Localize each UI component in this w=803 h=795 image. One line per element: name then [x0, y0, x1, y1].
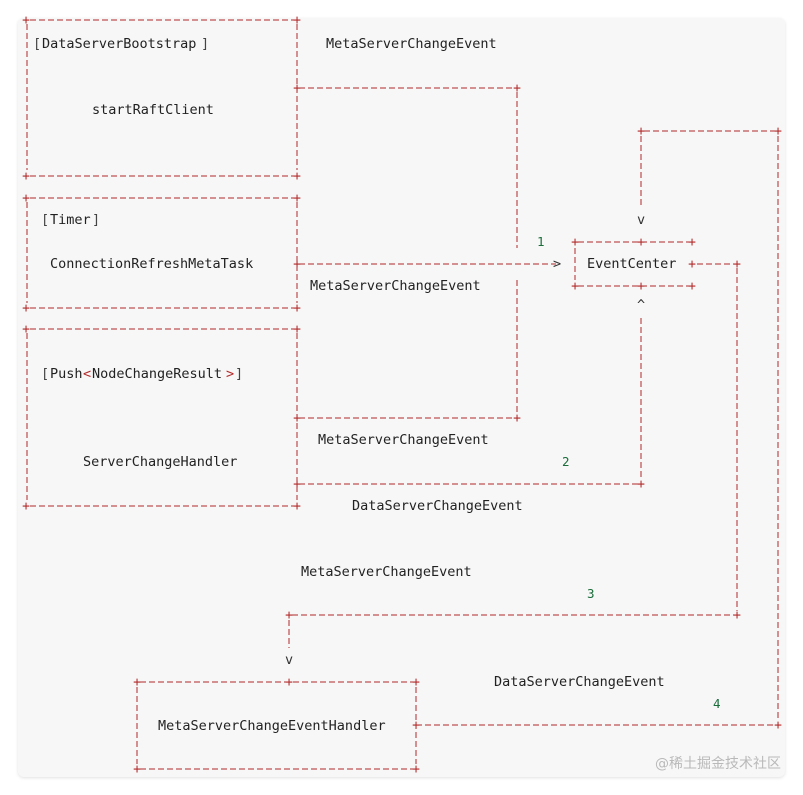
handler-to-center-loop: [416, 130, 779, 726]
handler-label: MetaServerChangeEventHandler: [158, 718, 386, 734]
center-data-event-label: DataServerChangeEvent: [494, 674, 665, 690]
push-tag-close-bracket: ]: [235, 366, 243, 382]
corner-plus: +: [774, 124, 782, 139]
corner-plus: +: [293, 499, 301, 514]
corner-plus: +: [733, 608, 741, 623]
corner-plus: +: [22, 301, 30, 316]
arrowhead-down-handler-icon: v: [285, 652, 293, 668]
corner-plus: +: [688, 235, 696, 250]
corner-plus: +: [285, 675, 293, 690]
center-to-handler-connector: [288, 263, 738, 648]
corner-plus: +: [733, 257, 741, 272]
bootstrap-tag-close-bracket: ]: [201, 36, 209, 52]
arrowhead-up-icon: ^: [637, 297, 645, 313]
corner-plus: +: [133, 675, 141, 690]
bootstrap-to-center-connector: [299, 87, 518, 248]
timer-tag-open-bracket: [: [41, 212, 49, 228]
bootstrap-event-label: MetaServerChangeEvent: [326, 36, 497, 52]
corner-plus: +: [293, 301, 301, 316]
step-number-1: 1: [537, 234, 545, 249]
arrowhead-down-icon: v: [637, 212, 645, 228]
corner-plus: +: [293, 257, 301, 272]
event-center-box: [574, 241, 692, 287]
corner-plus: +: [293, 322, 301, 337]
corner-plus: +: [22, 499, 30, 514]
diagram-panel: [18, 18, 785, 777]
timer-box: [26, 197, 298, 309]
push-data-event-label: DataServerChangeEvent: [352, 498, 523, 514]
timer-event-label: MetaServerChangeEvent: [310, 278, 481, 294]
corner-plus: +: [571, 279, 579, 294]
corner-plus: +: [22, 191, 30, 206]
corner-plus: +: [688, 257, 696, 272]
event-center-label: EventCenter: [587, 256, 676, 272]
push-box: [26, 328, 298, 507]
corner-plus: +: [412, 675, 420, 690]
watermark: @稀土掘金技术社区: [655, 756, 781, 772]
bootstrap-method: startRaftClient: [92, 102, 214, 118]
corner-plus: +: [293, 169, 301, 184]
corner-plus: +: [293, 477, 301, 492]
corner-plus: +: [637, 235, 645, 250]
step-number-3: 3: [587, 586, 595, 601]
corner-plus: +: [637, 279, 645, 294]
handler-box: [136, 681, 417, 770]
push-tag-prefix: Push: [50, 366, 83, 382]
bootstrap-tag: DataServerBootstrap: [42, 36, 196, 52]
corner-plus: +: [513, 81, 521, 96]
corner-plus: +: [22, 169, 30, 184]
center-event-label: MetaServerChangeEvent: [301, 564, 472, 580]
push-to-center-connector: [299, 280, 518, 419]
corner-plus: +: [293, 81, 301, 96]
timer-task: ConnectionRefreshMetaTask: [50, 256, 253, 272]
push-event-label: MetaServerChangeEvent: [318, 432, 489, 448]
push-handler: ServerChangeHandler: [83, 454, 237, 470]
timer-tag-close-bracket: ]: [92, 212, 100, 228]
push-data-event-connector: [299, 318, 642, 485]
bootstrap-box: [26, 19, 298, 177]
corner-plus: +: [688, 279, 696, 294]
corner-plus: +: [293, 411, 301, 426]
corner-plus: +: [133, 762, 141, 777]
corner-plus: +: [637, 477, 645, 492]
push-tag-type: NodeChangeResult: [92, 366, 222, 382]
junction-markers: + + + + + + + + + + + + + + + + + + + + …: [22, 13, 782, 777]
corner-plus: +: [412, 718, 420, 733]
push-tag-open-bracket: [: [41, 366, 49, 382]
corner-plus: +: [22, 13, 30, 28]
arrowhead-right-icon: >: [553, 256, 561, 272]
corner-plus: +: [285, 608, 293, 623]
step-number-4: 4: [713, 696, 721, 711]
corner-plus: +: [571, 235, 579, 250]
corner-plus: +: [774, 718, 782, 733]
timer-tag: Timer: [50, 212, 91, 228]
bootstrap-tag-open-bracket: [: [33, 36, 41, 52]
push-tag-angle-open: <: [83, 366, 91, 382]
corner-plus: +: [637, 124, 645, 139]
corner-plus: +: [412, 762, 420, 777]
corner-plus: +: [22, 322, 30, 337]
push-tag-angle-close: >: [226, 366, 234, 382]
corner-plus: +: [513, 411, 521, 426]
corner-plus: +: [293, 13, 301, 28]
step-number-2: 2: [562, 454, 570, 469]
corner-plus: +: [293, 191, 301, 206]
